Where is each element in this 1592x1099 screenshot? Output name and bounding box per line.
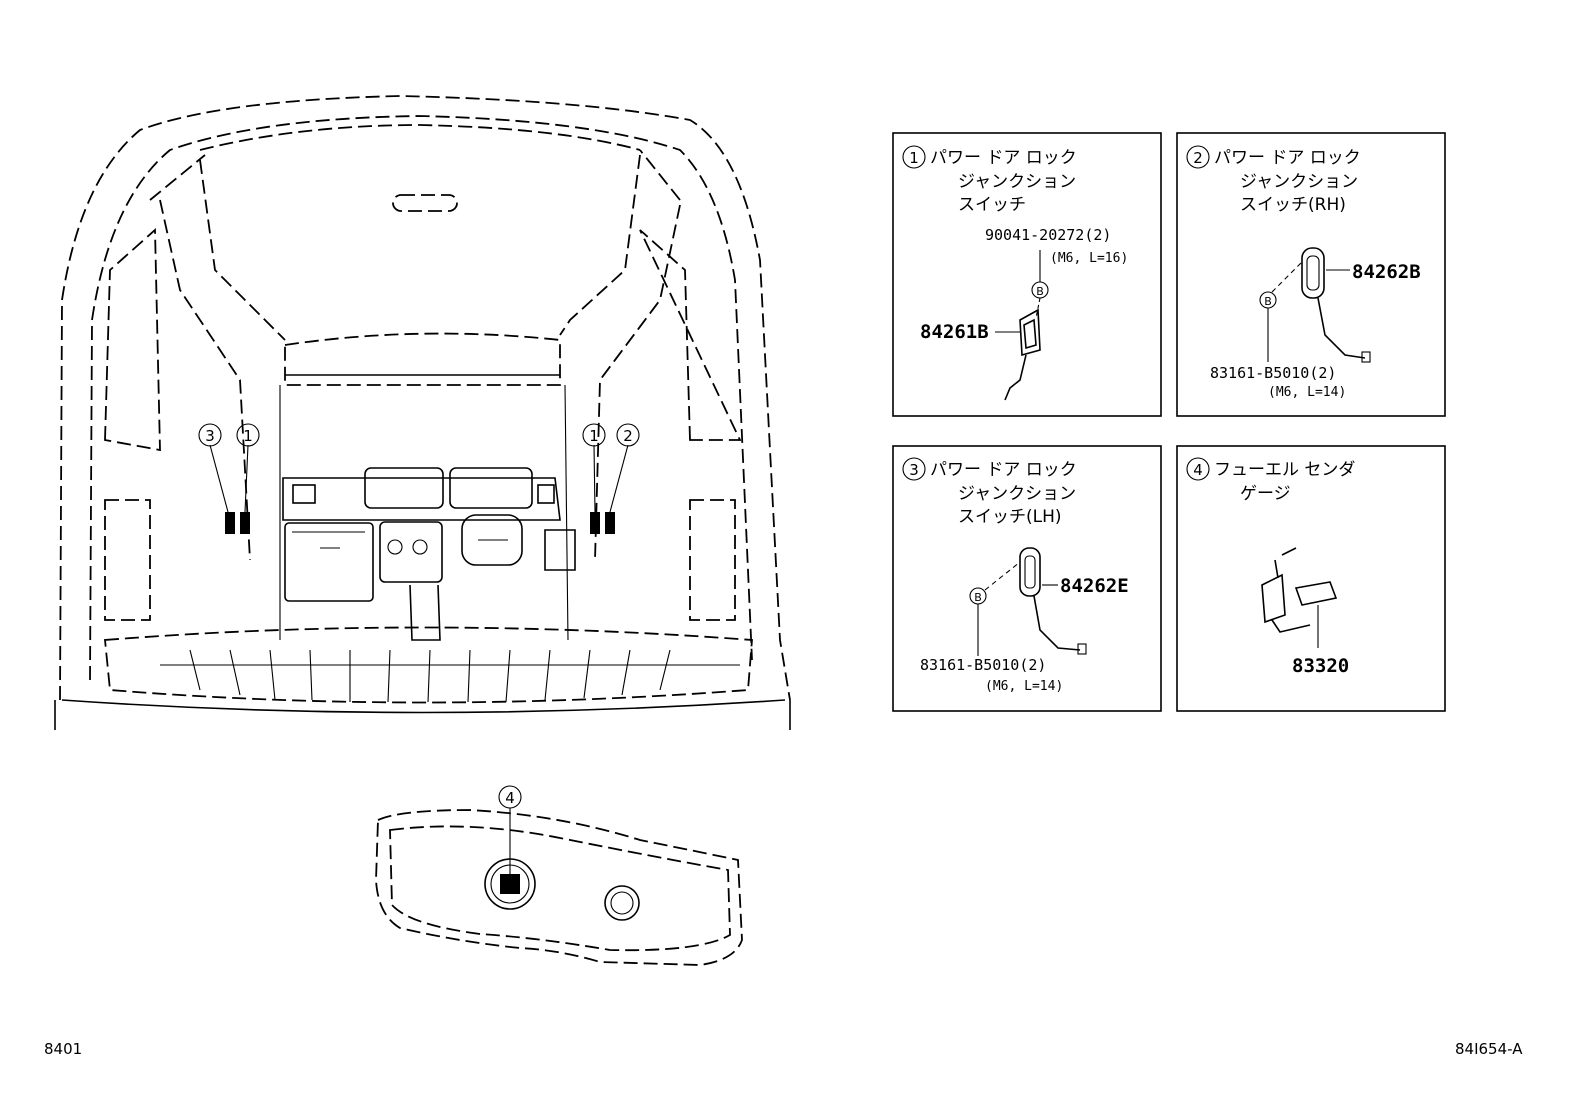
vehicle-interior-view [54, 95, 791, 730]
callout-1-vehicle-left: 1 [236, 423, 260, 447]
panel-1-bolt-part: 90041-20272(2) [985, 226, 1111, 244]
svg-text:B: B [974, 591, 982, 604]
panel-4: 4 フューエル センダ ゲージ 83320 [1176, 445, 1446, 712]
panel-2-title-line2: ジャンクション [1240, 172, 1358, 192]
fuel-sender-83320-drawing [1261, 547, 1338, 633]
svg-text:B: B [1264, 295, 1272, 308]
panel-2: 2 パワー ドア ロック ジャンクション スイッチ(RH) 84262B B 8… [1176, 132, 1446, 417]
panel-3-title-line3: スイッチ(LH) [958, 507, 1062, 527]
panel-4-number: 4 [1193, 461, 1203, 479]
callout-4-tank: 4 [498, 785, 522, 809]
panel-3: 3 パワー ドア ロック ジャンクション スイッチ(LH) 84262E B 8… [892, 445, 1162, 712]
footer-right-code: 84I654-A [1455, 1040, 1523, 1058]
footer-left-code: 8401 [44, 1040, 83, 1058]
switch-84261b-drawing [1004, 308, 1041, 401]
panel-1-number: 1 [909, 149, 919, 167]
switch-marker-rh-2 [605, 512, 615, 534]
panel-2-bolt-part: 83161-B5010(2) [1210, 364, 1336, 382]
callout-1-vehicle-right: 1 [582, 423, 606, 447]
fuel-sender-marker [500, 874, 520, 894]
panel-1-title-line2: ジャンクション [958, 172, 1076, 192]
panel-1-bolt-spec: (M6, L=16) [1050, 251, 1128, 266]
panel-2-part-number: 84262B [1352, 261, 1421, 283]
panel-3-bolt-part: 83161-B5010(2) [920, 656, 1046, 674]
switch-marker-lh-1 [240, 512, 250, 534]
panel-1: 1 パワー ドア ロック ジャンクション スイッチ 90041-20272(2)… [892, 132, 1162, 417]
svg-text:4: 4 [505, 789, 515, 807]
switch-marker-lh-3 [225, 512, 235, 534]
panel-3-title-line1: パワー ドア ロック [930, 460, 1077, 480]
panel-4-title-line1: フューエル センダ [1214, 460, 1355, 480]
svg-text:1: 1 [589, 427, 599, 445]
svg-text:B: B [1036, 285, 1044, 298]
switch-marker-rh-1 [590, 512, 600, 534]
floor-ribs [160, 649, 740, 703]
callout-3-vehicle: 3 [198, 423, 222, 447]
callout-2-vehicle: 2 [616, 423, 640, 447]
panel-4-title-line2: ゲージ [1240, 484, 1291, 504]
panel-3-number: 3 [909, 461, 919, 479]
switch-84262e-drawing [1019, 547, 1087, 655]
panel-2-title-line3: スイッチ(RH) [1240, 195, 1346, 215]
panel-1-title-line1: パワー ドア ロック [930, 148, 1077, 168]
panel-2-bolt-spec: (M6, L=14) [1268, 385, 1346, 400]
fuel-tank-view [375, 808, 743, 966]
panel-1-title-line3: スイッチ [958, 195, 1026, 215]
panel-2-number: 2 [1193, 149, 1203, 167]
panel-3-title-line2: ジャンクション [958, 484, 1076, 504]
panel-1-part-number: 84261B [920, 321, 989, 343]
svg-text:2: 2 [623, 427, 633, 445]
switch-84262b-drawing [1301, 247, 1371, 363]
svg-text:1: 1 [243, 427, 253, 445]
panel-2-title-line1: パワー ドア ロック [1214, 148, 1361, 168]
panel-3-part-number: 84262E [1060, 575, 1129, 597]
panel-3-bolt-spec: (M6, L=14) [985, 679, 1063, 694]
panel-4-part-number: 83320 [1292, 655, 1349, 677]
svg-text:3: 3 [205, 427, 215, 445]
